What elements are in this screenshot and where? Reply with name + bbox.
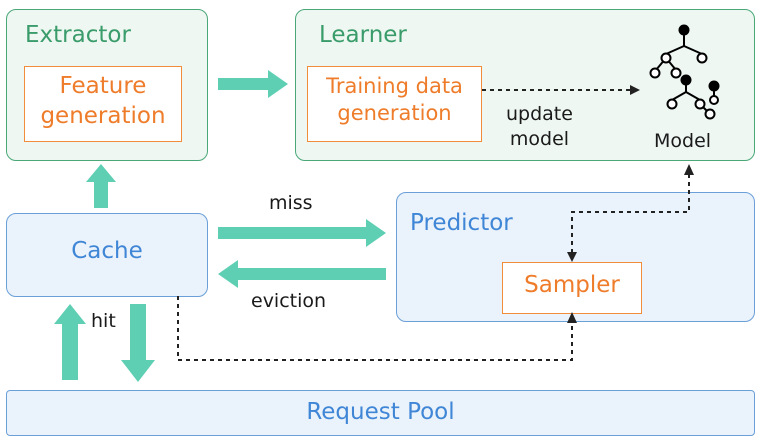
- extractor-box: Extractor Feature generation: [6, 9, 208, 161]
- cache-box: Cache: [6, 213, 208, 297]
- sampler-link-arrowhead-down: [567, 252, 577, 262]
- request-pool-title: Request Pool: [306, 399, 455, 425]
- miss-arrow: [218, 219, 386, 247]
- sampler-label: Sampler: [524, 272, 620, 298]
- hit-up-arrow: [54, 304, 86, 380]
- cache-title: Cache: [71, 238, 143, 264]
- training-data-generation-label: Training data generation: [326, 74, 463, 126]
- request-pool-box: Request Pool: [6, 390, 755, 436]
- extractor-title: Extractor: [25, 22, 131, 48]
- sampler-box: Sampler: [502, 262, 642, 314]
- eviction-label: eviction: [251, 290, 327, 312]
- miss-label: miss: [269, 192, 313, 214]
- model-sampler-dashed-link: [571, 174, 690, 254]
- cache-to-pool-arrow: [121, 304, 155, 382]
- cache-sampler-arrowhead: [567, 312, 577, 323]
- learner-title: Learner: [319, 22, 407, 48]
- extractor-to-learner-arrow: [218, 70, 288, 98]
- update-model-label: update model: [506, 103, 573, 150]
- cache-to-extractor-arrow: [86, 164, 116, 208]
- learner-box: Learner Training data generation update …: [295, 9, 755, 161]
- model-label: Model: [654, 130, 712, 152]
- model-link-arrowhead-up: [684, 164, 694, 175]
- eviction-arrow: [218, 260, 386, 288]
- decision-tree-icon: [649, 24, 720, 120]
- feature-generation-box: Feature generation: [24, 66, 182, 142]
- predictor-box: Predictor Sampler: [396, 192, 755, 322]
- hit-label: hit: [91, 310, 116, 332]
- predictor-title: Predictor: [410, 210, 513, 236]
- update-model-arrowhead: [630, 85, 640, 95]
- feature-generation-label: Feature generation: [40, 73, 166, 129]
- cache-sampler-dashed-link: [177, 296, 573, 361]
- training-data-generation-box: Training data generation: [307, 66, 482, 142]
